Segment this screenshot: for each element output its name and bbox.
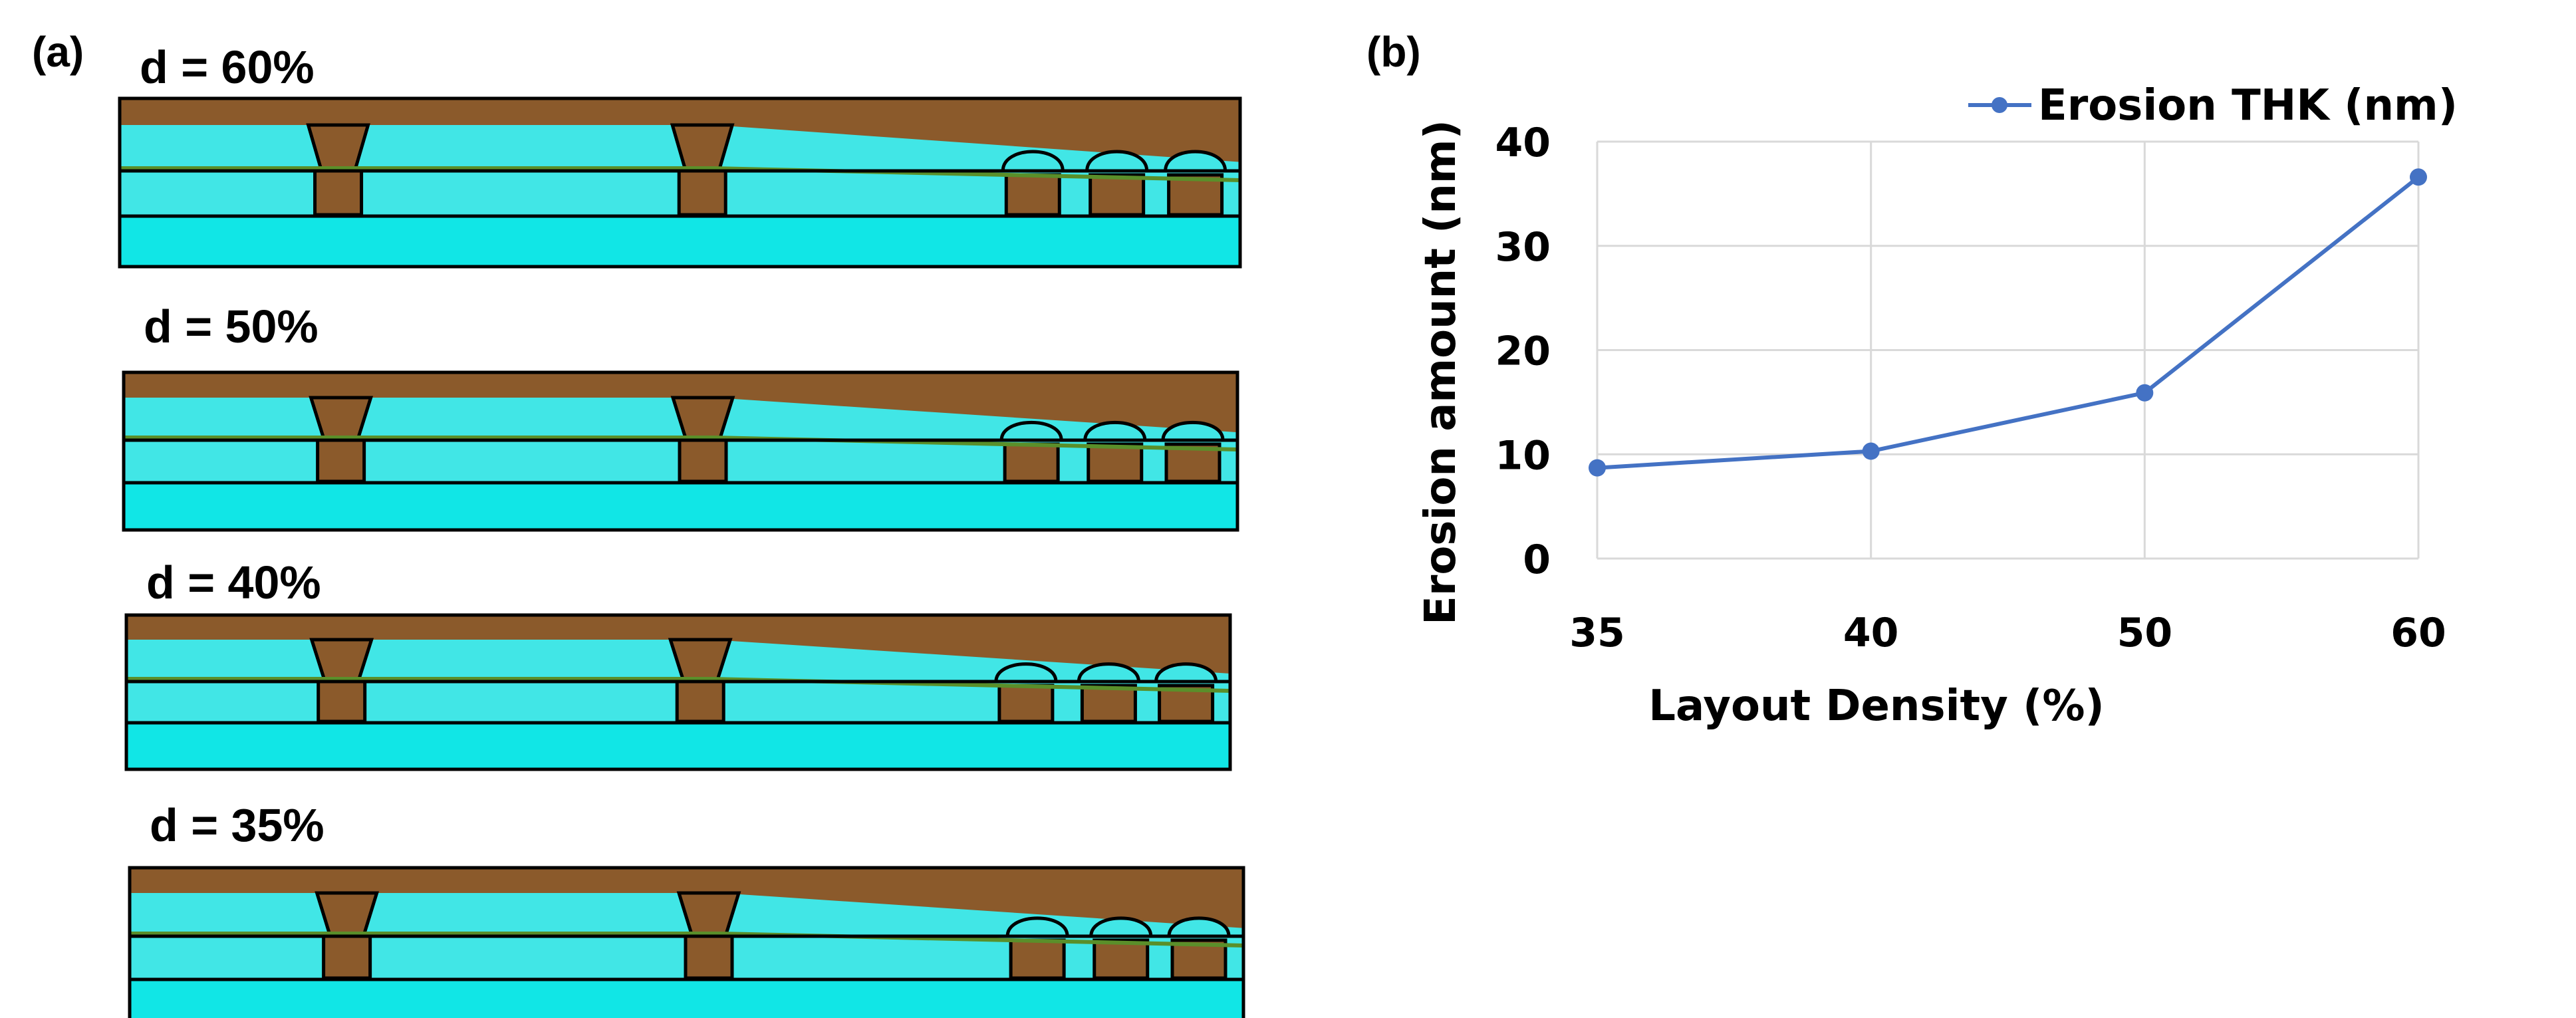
- barrier-line: [130, 932, 1244, 948]
- y-tick-label: 30: [1495, 224, 1551, 271]
- y-axis-title: Erosion amount (nm): [1416, 120, 1466, 625]
- barrier-line: [124, 436, 1238, 451]
- x-tick-labels: 35 40 50 60: [1569, 610, 2446, 656]
- copper-via-dense: [1009, 938, 1066, 980]
- series-point: [1589, 459, 1606, 477]
- dielectric-arch: [1167, 916, 1231, 938]
- y-tick-label: 10: [1495, 432, 1551, 479]
- cross-section-title: d = 35%: [150, 799, 324, 851]
- cross-section-stack: d = 60% d = 50% d = 40% d = 35%: [118, 41, 1245, 1018]
- cross-section-1: d = 60%: [118, 41, 1242, 269]
- dielectric-arch: [1161, 420, 1225, 442]
- dielectric-arch: [1005, 916, 1069, 938]
- series-point: [2136, 384, 2154, 402]
- cross-section-border: [124, 613, 1232, 771]
- cross-section-border: [128, 866, 1245, 1018]
- series-line: [1597, 175, 2420, 470]
- dielectric-arch: [1085, 150, 1149, 173]
- copper-via-dense: [1003, 442, 1060, 483]
- copper-overburden: [126, 615, 1230, 640]
- y-tick-label: 20: [1495, 328, 1551, 375]
- dielectric-arch: [1154, 662, 1218, 684]
- dielectric-arch: [994, 662, 1058, 684]
- panel-b-label: (b): [1366, 28, 1421, 76]
- dielectric-arch: [1001, 150, 1065, 173]
- dielectric-arch: [1077, 662, 1140, 684]
- legend-label: Erosion THK (nm): [2038, 81, 2458, 130]
- series-point: [1862, 442, 1880, 460]
- copper-overburden: [130, 868, 1243, 893]
- copper-via-dense: [997, 684, 1055, 723]
- copper-via-dense: [1080, 684, 1137, 723]
- y-tick-label: 40: [1495, 120, 1551, 166]
- copper-via-dense: [1089, 173, 1146, 217]
- dielectric-bottom: [120, 216, 1240, 267]
- barrier-line: [126, 677, 1231, 693]
- x-tick-label: 35: [1569, 610, 1625, 656]
- erosion-line-chart: 0 10 20 30 40 35 40 50 60 Layout Density (%) Er…: [1416, 81, 2458, 731]
- copper-via-dense: [1004, 173, 1061, 217]
- chart-grid: [1596, 140, 2420, 560]
- copper-overburden: [124, 372, 1237, 398]
- cross-section-3: d = 40%: [124, 557, 1232, 771]
- panel-a-cross-sections: (a) d = 60% d = 50% d = 40% d = 35%: [32, 28, 1245, 1018]
- copper-via-dense: [1087, 442, 1144, 483]
- cross-section-2: d = 50%: [122, 301, 1239, 532]
- copper-wedge: [719, 893, 1243, 928]
- dielectric-arch: [1089, 916, 1153, 938]
- x-axis-title: Layout Density (%): [1648, 682, 2104, 731]
- dielectric-arch: [1164, 150, 1227, 173]
- y-tick-labels: 0 10 20 30 40: [1495, 120, 1551, 583]
- legend-swatch-marker: [1992, 97, 2007, 113]
- dielectric-arch: [1083, 420, 1147, 442]
- y-tick-label: 0: [1523, 537, 1551, 583]
- panel-b-chart: (b) 0 10 20 30 40 35 40 50 60 Layout Density (%…: [1366, 28, 2458, 731]
- cross-section-title: d = 40%: [146, 557, 321, 608]
- copper-via-dense: [1093, 938, 1150, 980]
- dielectric-arch: [999, 420, 1063, 442]
- cross-section-title: d = 60%: [140, 41, 315, 93]
- copper-overburden: [120, 98, 1240, 125]
- chart-legend: Erosion THK (nm): [1968, 81, 2458, 130]
- barrier-line: [120, 166, 1241, 182]
- dielectric-bottom: [126, 723, 1230, 769]
- cross-section-4: d = 35%: [128, 799, 1245, 1018]
- dielectric-bottom: [130, 979, 1243, 1018]
- cross-section-title: d = 50%: [144, 301, 319, 352]
- dielectric-bottom: [124, 483, 1237, 530]
- x-tick-label: 50: [2117, 610, 2173, 656]
- series-point: [2410, 168, 2427, 186]
- panel-a-label: (a): [32, 28, 84, 76]
- cross-section-border: [122, 370, 1239, 532]
- series-erosion: [1589, 168, 2427, 477]
- x-tick-label: 60: [2390, 610, 2446, 656]
- x-tick-label: 40: [1843, 610, 1899, 656]
- cross-section-border: [118, 96, 1242, 269]
